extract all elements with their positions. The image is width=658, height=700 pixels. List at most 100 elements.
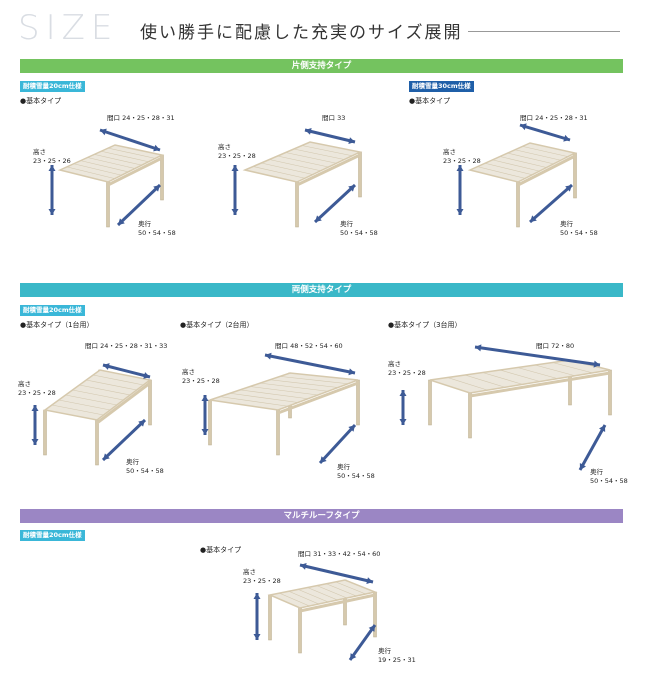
roof-rib (80, 160, 129, 173)
support-post (106, 181, 110, 228)
roof-rib (269, 379, 339, 388)
height-dimension: 23・25・28 (182, 377, 220, 385)
roof-rib (249, 386, 319, 396)
height-arrow (201, 395, 209, 435)
roof-rib (507, 152, 554, 165)
height-dimension: 23・25・28 (443, 157, 481, 165)
support-post (298, 607, 302, 654)
depth-arrow (529, 183, 573, 224)
roof-rib (335, 581, 366, 595)
roof-rib (552, 362, 593, 374)
depth-dimension: 50・54・58 (337, 472, 375, 480)
width-arrow (264, 352, 356, 376)
roof-rib (261, 162, 313, 175)
carport-diagram-single-3 (456, 123, 578, 228)
roof-rib (72, 389, 124, 401)
support-post (268, 594, 272, 641)
height-arrow (31, 405, 39, 445)
roof-rib (464, 374, 506, 388)
roof-panel (467, 142, 578, 183)
height-label: 高さ (218, 143, 231, 151)
roof-rib (316, 585, 347, 599)
roof-rib (229, 392, 299, 403)
height-label: 高さ (33, 148, 46, 156)
depth-arrow (116, 183, 162, 227)
roof-panel (57, 144, 165, 183)
support-post (428, 379, 432, 426)
roof-rib (301, 145, 353, 157)
roof-rib (94, 154, 142, 166)
page-title: 使い勝手に配慮した充実のサイズ展開 (140, 23, 463, 43)
title-divider (468, 31, 620, 32)
width-dimension: 間口 31・33・42・54・60 (298, 550, 381, 558)
roof-rib (326, 583, 357, 597)
roof-panel (429, 359, 611, 394)
roof-rib (87, 157, 136, 169)
height-dimension: 23・25・26 (33, 157, 71, 165)
height-dimension: 23・25・28 (18, 389, 56, 397)
height-dimension: 23・25・28 (388, 369, 426, 377)
depth-dimension: 50・54・58 (560, 229, 598, 237)
roof-rib (492, 159, 540, 172)
depth-label: 奥行 (138, 220, 151, 228)
carport-diagram-single-1 (48, 128, 165, 228)
type-label: ●基本タイプ (200, 546, 242, 554)
support-post (358, 151, 362, 198)
front-beam (517, 154, 576, 187)
depth-arrow (578, 424, 607, 471)
depth-label: 奥行 (337, 463, 350, 471)
depth-arrow (101, 418, 147, 462)
depth-dimension: 50・54・58 (590, 477, 628, 485)
depth-label: 奥行 (126, 458, 139, 466)
type-label: ●基本タイプ（1台用） (20, 321, 94, 329)
type-label: ●基本タイプ (20, 97, 62, 105)
support-post (148, 379, 152, 426)
roof-rib (447, 377, 488, 391)
size-heading-word: SIZE (18, 8, 119, 48)
carport-diagram-single-2 (231, 127, 363, 228)
depth-dimension: 50・54・58 (126, 467, 164, 475)
width-dimension: 間口 33 (322, 114, 346, 122)
support-post (295, 181, 299, 228)
height-label: 高さ (388, 360, 401, 368)
roof-rib (517, 367, 558, 379)
roof-rib (253, 166, 305, 179)
width-arrow (299, 562, 374, 585)
front-beam (107, 156, 163, 187)
depth-label: 奥行 (378, 647, 391, 655)
type-label: ●基本タイプ (409, 97, 451, 105)
width-dimension: 間口 24・25・28・31・33 (85, 342, 168, 350)
height-dimension: 23・25・28 (218, 152, 256, 160)
height-label: 高さ (243, 568, 256, 576)
type-label: ●基本タイプ（3台用） (388, 321, 462, 329)
support-post (608, 369, 612, 416)
roof-rib (101, 150, 149, 163)
roof-rib (499, 156, 547, 168)
roof-rib (79, 384, 131, 396)
width-arrow (304, 127, 356, 145)
snow-load-tag-20cm: 耐積雪量20cm仕様 (20, 81, 85, 92)
carport-diagram-multi-roof (253, 562, 378, 661)
depth-label: 奥行 (590, 468, 603, 476)
roof-rib (279, 592, 310, 607)
roof-rib (51, 404, 104, 416)
width-dimension: 間口 48・52・54・60 (275, 342, 343, 350)
roof-rib (269, 159, 321, 172)
carport-diagram-double-2 (201, 352, 360, 465)
front-beam (299, 593, 376, 613)
depth-dimension: 50・54・58 (138, 229, 176, 237)
front-beam (469, 371, 611, 398)
width-arrow (519, 123, 571, 142)
snow-load-tag-20cm: 耐積雪量20cm仕様 (20, 530, 85, 541)
roof-rib (65, 394, 117, 406)
height-arrow (399, 390, 407, 425)
roof-rib (298, 589, 329, 603)
width-arrow (99, 128, 161, 152)
width-arrow (102, 363, 151, 379)
support-post (516, 181, 520, 228)
roof-rib (279, 376, 349, 385)
depth-label: 奥行 (340, 220, 353, 228)
carport-diagram-double-1 (31, 363, 152, 466)
type-label: ●基本タイプ（2台用） (180, 321, 254, 329)
roof-rib (219, 396, 289, 407)
